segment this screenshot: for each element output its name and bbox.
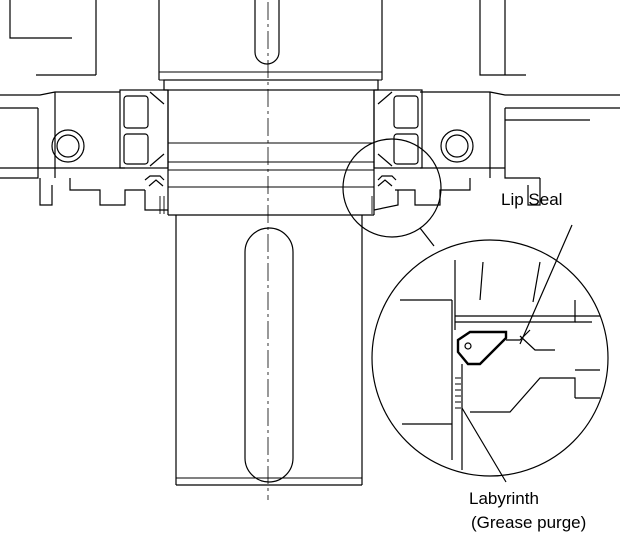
detail-marker-circle [342,138,442,238]
left-bolt [51,129,85,163]
right-bolt [440,129,474,163]
magnified-seal-detail [371,239,609,477]
bearing-housing [0,91,620,206]
shaft-body [167,90,375,215]
lower-shaft [168,214,374,486]
lip-seal-leader [519,224,573,345]
upper-shaft [158,0,383,91]
grease-purge-label: (Grease purge) [471,513,587,532]
right-bearing [373,89,423,169]
seal-covers [69,175,471,214]
lip-seal-label: Lip Seal [501,190,563,209]
left-bearing [119,89,169,169]
labyrinth-label: Labyrinth [469,489,539,508]
upper-housing-outline [9,0,526,76]
detail-leader [419,227,435,247]
labyrinth-leader [461,407,507,483]
